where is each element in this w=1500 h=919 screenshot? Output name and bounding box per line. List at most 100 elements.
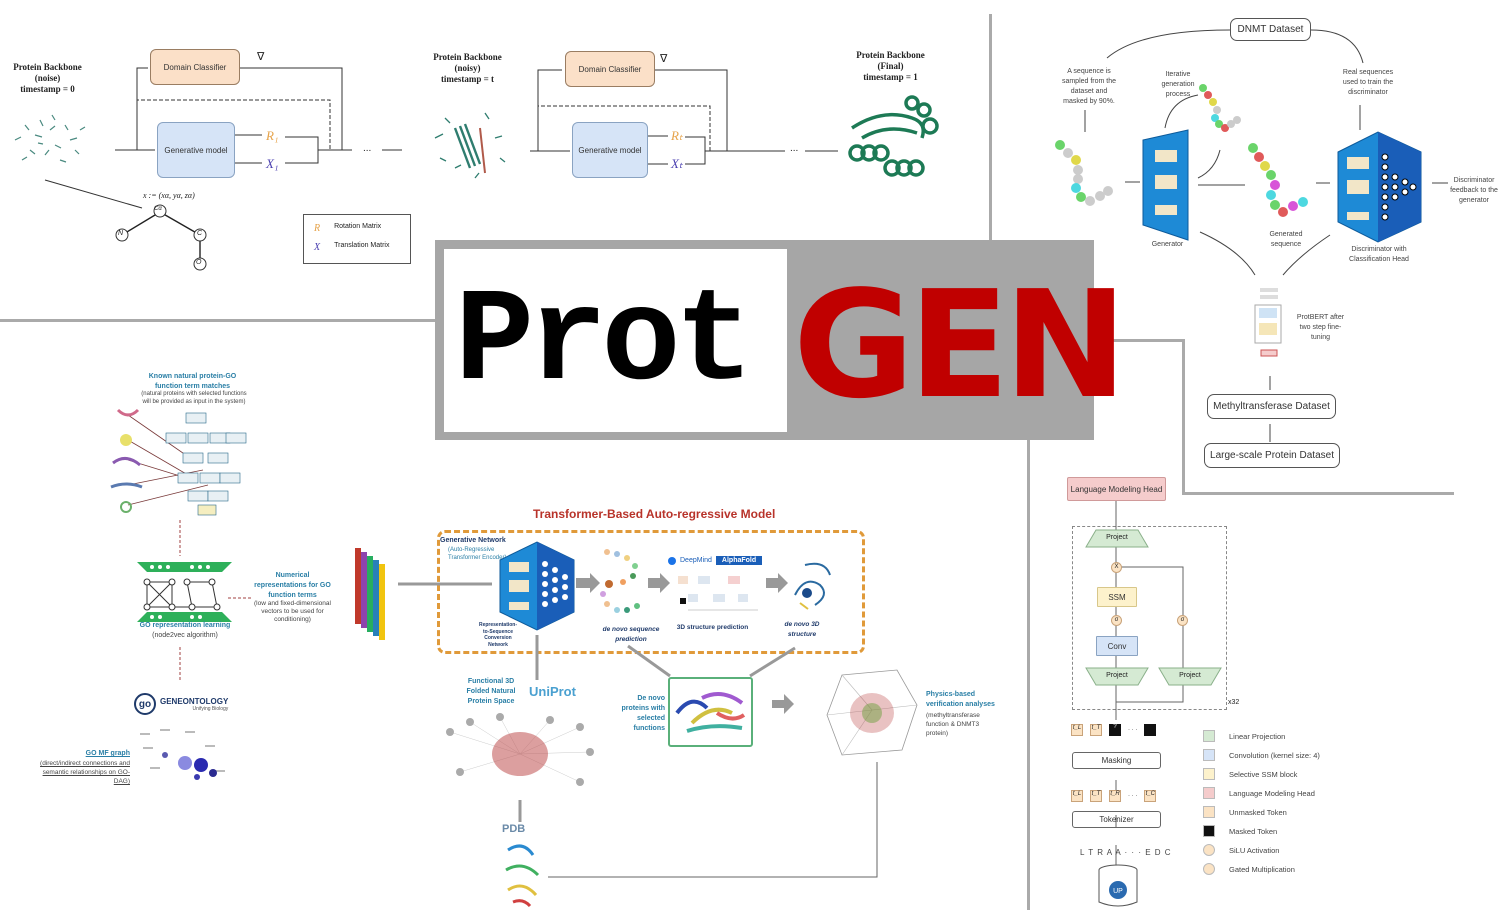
token: t_T bbox=[1090, 790, 1102, 802]
repeat-label: x32 bbox=[1228, 699, 1240, 706]
r1-label: R₁ bbox=[266, 128, 279, 143]
large-scale-dataset-box: Large-scale Protein Dataset bbox=[1204, 443, 1340, 468]
ssm-box: SSM bbox=[1097, 587, 1137, 607]
legend-label: Masked Token bbox=[1229, 826, 1278, 836]
lm-head-label: Language Modeling Head bbox=[1070, 484, 1163, 494]
backbone-noise-label: Protein Backbone (noise) timestamp = 0 bbox=[5, 62, 90, 95]
dnmt-dataset-label: DNMT Dataset bbox=[1237, 24, 1304, 35]
methyltransferase-dataset-label: Methyltransferase Dataset bbox=[1213, 401, 1330, 412]
dashed-arrows bbox=[179, 520, 253, 680]
divider bbox=[1027, 440, 1030, 910]
mamba-legend: Linear Projection Convolution (kernel si… bbox=[1203, 730, 1320, 875]
svg-text:UP: UP bbox=[1113, 888, 1123, 895]
token: t_L bbox=[1071, 724, 1083, 736]
token: t_R bbox=[1109, 790, 1121, 802]
generated-sequence-beads bbox=[1248, 143, 1308, 217]
divider bbox=[1182, 339, 1185, 495]
physics-verification-image bbox=[826, 669, 918, 756]
gen-net-title: Generative Network (Auto-Regressive Tran… bbox=[440, 536, 515, 562]
masking-box: Masking bbox=[1072, 752, 1161, 769]
conv-label: Conv bbox=[1107, 641, 1127, 651]
pdb-structure-image bbox=[505, 844, 540, 908]
legend-swatch bbox=[1203, 730, 1215, 742]
legend-swatch bbox=[1203, 825, 1215, 837]
alphafold-diagram bbox=[678, 576, 758, 611]
atom-ca: Cα bbox=[154, 206, 162, 212]
generative-model-label: Generative model bbox=[164, 145, 228, 155]
atom-c: C bbox=[197, 230, 203, 237]
divider bbox=[989, 14, 992, 240]
masking-label: Masking bbox=[1101, 756, 1132, 765]
methyltransferase-dataset-box: Methyltransferase Dataset bbox=[1207, 394, 1336, 419]
numerical-title: Numerical representations for GO functio… bbox=[254, 572, 331, 599]
generator-icon bbox=[1142, 129, 1189, 241]
protbert-diagram bbox=[1254, 288, 1282, 357]
silu-node-2: σ bbox=[1177, 615, 1188, 626]
gated-mult-node: X bbox=[1111, 562, 1122, 573]
project-trapezoid-bottom-left bbox=[1085, 667, 1149, 686]
legend-label: Language Modeling Head bbox=[1229, 788, 1315, 798]
denovo-seq-label: de novo sequence prediction bbox=[602, 626, 660, 643]
legend-item: Linear Projection bbox=[1203, 730, 1320, 742]
tokenizer-label: Tokenizer bbox=[1099, 815, 1134, 824]
atom-n: N bbox=[118, 230, 124, 237]
protbert-note: ProtBERT after two step fine-tuning bbox=[1296, 314, 1345, 341]
backbone-noisy-label: Protein Backbone (noisy) timestamp = t bbox=[425, 52, 510, 85]
iterative-beads bbox=[1199, 84, 1241, 132]
generative-model-box-2: Generative model bbox=[572, 122, 648, 178]
legend-swatch bbox=[1203, 806, 1215, 818]
silu-node: σ bbox=[1111, 615, 1122, 626]
sequence-text: L T R A A · · · E D C bbox=[1080, 848, 1172, 857]
diffusion-flow-arrows-1 bbox=[44, 67, 402, 209]
denovo-proteins-frame bbox=[668, 677, 753, 747]
domain-classifier-box: Domain Classifier bbox=[150, 49, 240, 85]
generator-label: Generator bbox=[1151, 241, 1184, 248]
domain-classifier-box-2: Domain Classifier bbox=[565, 51, 655, 87]
token: t_T bbox=[1090, 724, 1102, 736]
project-trapezoid-bottom-right bbox=[1158, 667, 1222, 686]
translation-label: Translation Matrix bbox=[334, 242, 390, 249]
pred3d-label: 3D structure prediction bbox=[676, 624, 749, 631]
legend-swatch bbox=[1203, 749, 1215, 761]
ssm-label: SSM bbox=[1108, 592, 1126, 602]
masked-sequence-beads bbox=[1055, 140, 1113, 206]
go-circle-icon: go bbox=[134, 693, 156, 715]
feedback-note: Discriminator feedback to the generator bbox=[1450, 177, 1498, 204]
node2vec-icon bbox=[137, 562, 232, 622]
logo-white-panel bbox=[444, 249, 787, 432]
gan-arrows bbox=[1084, 29, 1448, 442]
conv-box: Conv bbox=[1096, 636, 1138, 656]
project-label-left: Project bbox=[1106, 672, 1128, 679]
generated-sequence-label: Generated sequence bbox=[1269, 231, 1303, 248]
dnmt-dataset-box: DNMT Dataset bbox=[1230, 18, 1311, 41]
label-line: Protein Backbone bbox=[856, 50, 925, 60]
token-ellipsis: · · · bbox=[1128, 793, 1138, 799]
label-line: (noisy) bbox=[454, 63, 481, 73]
label-line: timestamp = t bbox=[440, 74, 495, 84]
divider bbox=[0, 319, 436, 322]
token: t_C bbox=[1144, 790, 1157, 802]
noisy-protein-image bbox=[434, 112, 506, 179]
gen-net-label: Generative Network bbox=[440, 537, 506, 544]
denovo-proteins-image bbox=[675, 692, 746, 733]
final-protein-image bbox=[848, 95, 939, 177]
alphafold-label: AlphaFold bbox=[715, 556, 763, 565]
alphafold-header: DeepMind AlphaFold bbox=[668, 556, 763, 565]
legend-label: SiLU Activation bbox=[1229, 845, 1280, 855]
discriminator-icon bbox=[1337, 131, 1422, 243]
rep-seq-label: Representation-to-Sequence Conversion Ne… bbox=[478, 622, 518, 648]
transformer-dashed-box bbox=[437, 530, 865, 654]
label-line: Protein Backbone bbox=[13, 62, 82, 72]
deepmind-icon bbox=[668, 556, 676, 565]
protgen-logo: Prot GEN bbox=[435, 240, 1127, 440]
sampled-note: A sequence is sampled from the dataset a… bbox=[1061, 68, 1117, 105]
project-label-right: Project bbox=[1179, 672, 1201, 679]
ellipsis-2: ... bbox=[790, 143, 799, 154]
discriminator-label: Discriminator with Classification Head bbox=[1349, 246, 1409, 263]
translation-symbol: X bbox=[314, 242, 321, 253]
gen-net-sub: (Auto-Regressive Transformer Encoder) bbox=[448, 547, 507, 561]
silu-icon bbox=[1203, 844, 1215, 856]
rotation-symbol: R bbox=[314, 223, 321, 234]
rt-label: Rₜ bbox=[671, 128, 683, 143]
database-icon: UP bbox=[1098, 864, 1138, 907]
